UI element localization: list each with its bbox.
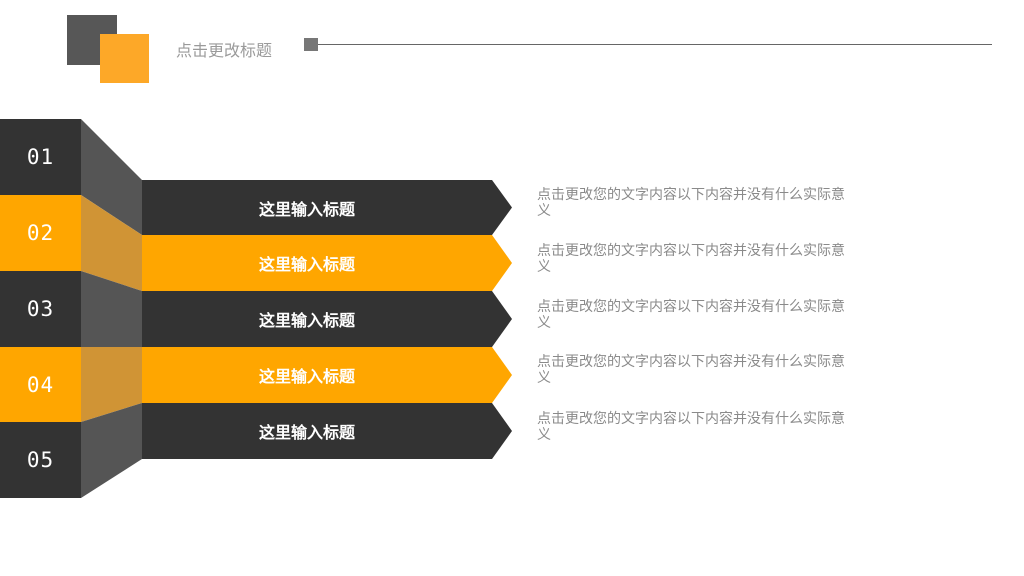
step-description-2[interactable]: 点击更改您的文字内容以下内容并没有什么实际意义: [537, 243, 845, 275]
step-number-5: 05: [0, 422, 81, 498]
connector-3: [81, 271, 142, 347]
connector-4: [81, 347, 142, 422]
step-title-4[interactable]: 这里输入标题: [142, 347, 512, 403]
step-number-3: 03: [0, 271, 81, 347]
step-title-1[interactable]: 这里输入标题: [142, 180, 512, 235]
logo-orange-square: [100, 34, 149, 83]
title-divider-line: [318, 44, 992, 45]
step-description-1[interactable]: 点击更改您的文字内容以下内容并没有什么实际意义: [537, 187, 845, 219]
step-description-4[interactable]: 点击更改您的文字内容以下内容并没有什么实际意义: [537, 354, 845, 386]
connector-2: [81, 195, 142, 291]
step-title-5[interactable]: 这里输入标题: [142, 403, 512, 459]
step-number-4: 04: [0, 347, 81, 422]
connector-1: [81, 119, 142, 235]
step-description-3[interactable]: 点击更改您的文字内容以下内容并没有什么实际意义: [537, 299, 845, 331]
step-number-2: 02: [0, 195, 81, 271]
step-title-2[interactable]: 这里输入标题: [142, 235, 512, 291]
step-description-5[interactable]: 点击更改您的文字内容以下内容并没有什么实际意义: [537, 411, 845, 443]
page-title[interactable]: 点击更改标题: [176, 41, 273, 60]
connector-5: [81, 403, 142, 498]
step-title-3[interactable]: 这里输入标题: [142, 291, 512, 347]
step-number-1: 01: [0, 119, 81, 195]
title-bullet-square: [304, 38, 318, 51]
